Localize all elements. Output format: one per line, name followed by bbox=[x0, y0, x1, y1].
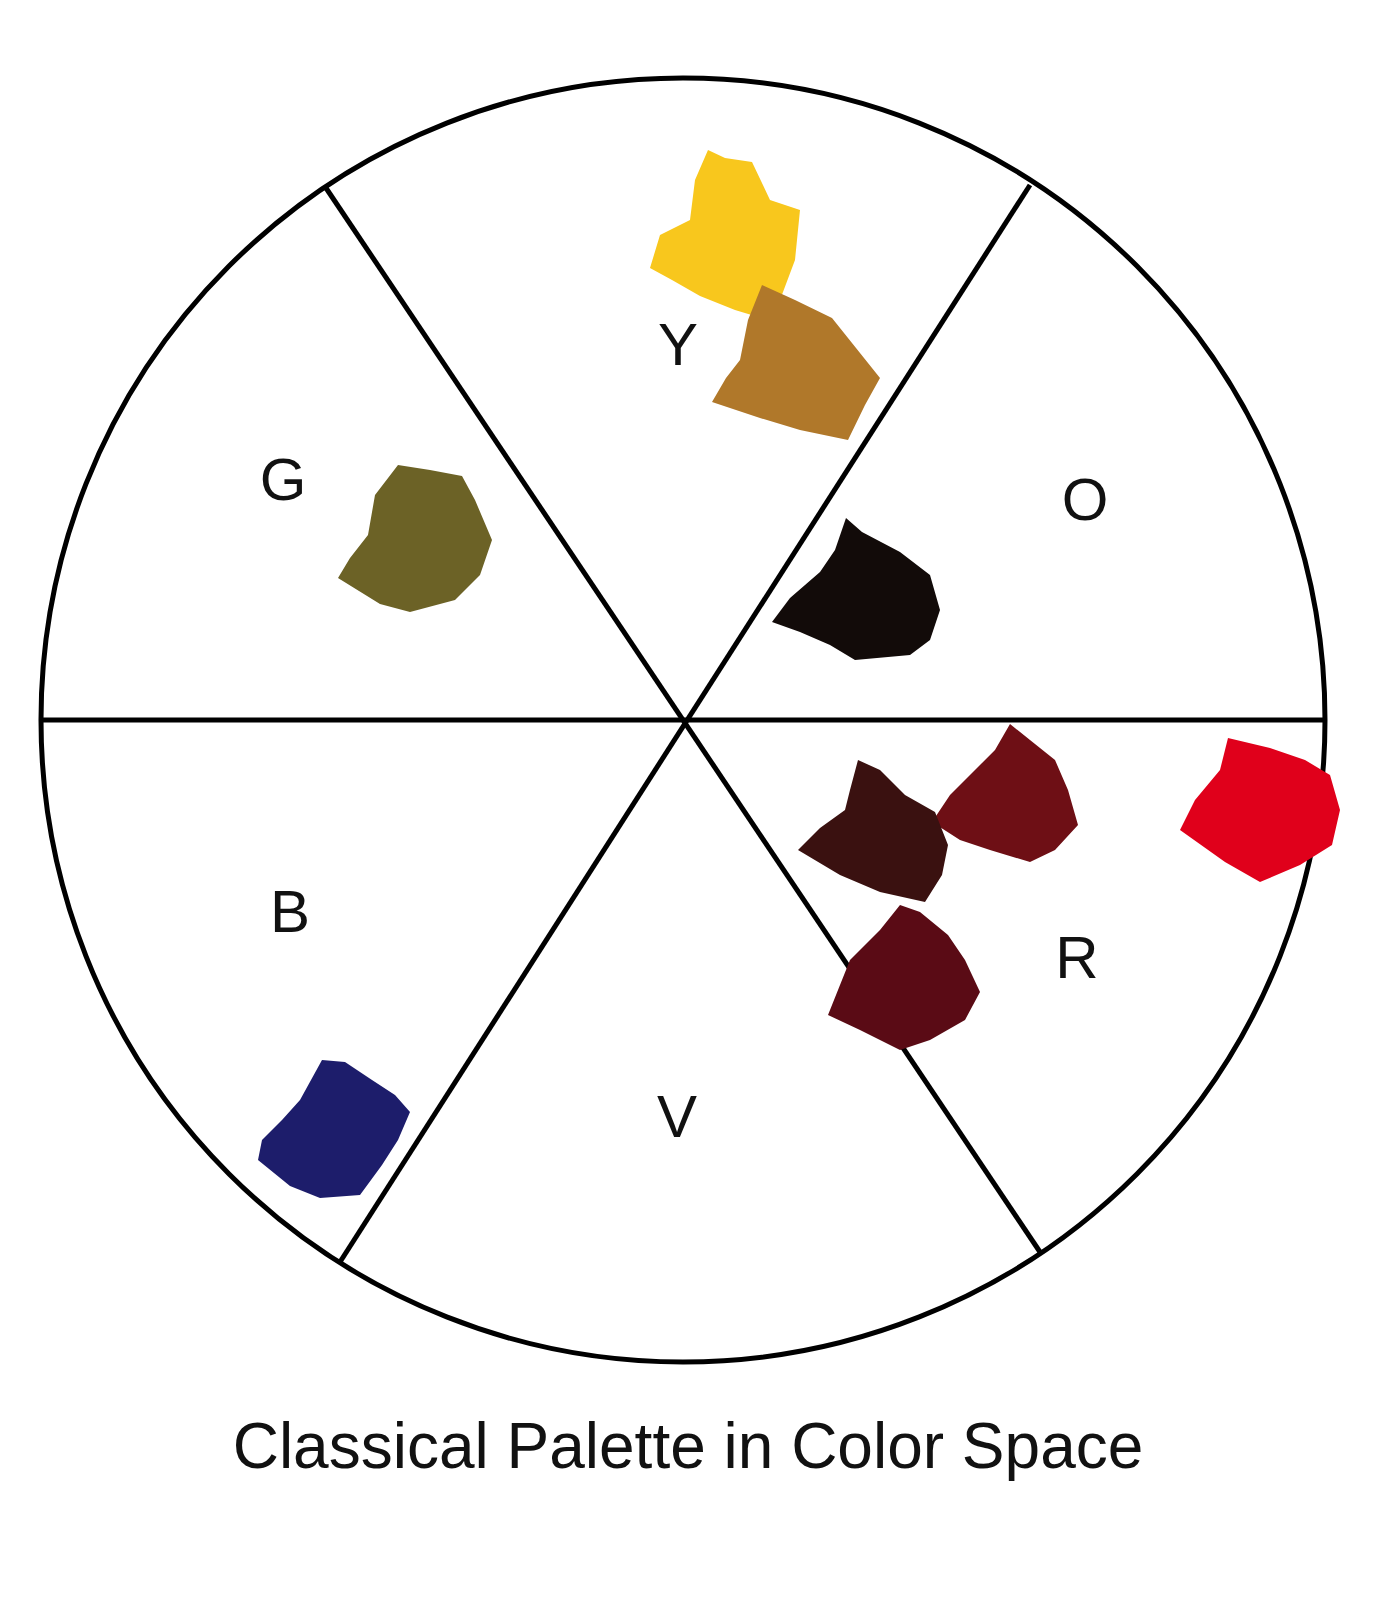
sector-label: V bbox=[657, 1087, 697, 1147]
sector-label: R bbox=[1055, 928, 1098, 988]
sector-label: Y bbox=[658, 315, 698, 375]
sector-label: B bbox=[270, 882, 310, 942]
red-swatch bbox=[1180, 738, 1340, 882]
maroon-swatch bbox=[828, 905, 980, 1050]
black-swatch bbox=[772, 518, 940, 660]
wheel-circle bbox=[41, 78, 1325, 1362]
sector-label: O bbox=[1062, 470, 1109, 530]
sector-divider bbox=[326, 188, 1040, 1252]
sector-label: G bbox=[260, 450, 307, 510]
brown-red-swatch bbox=[798, 760, 948, 902]
paint-swatches bbox=[258, 150, 1340, 1198]
olive-swatch bbox=[338, 465, 492, 612]
caption: Classical Palette in Color Space bbox=[233, 1414, 1144, 1478]
navy-swatch bbox=[258, 1060, 410, 1198]
ochre-swatch bbox=[712, 285, 880, 440]
wheel-outline bbox=[41, 78, 1325, 1362]
dark-red-swatch bbox=[932, 724, 1078, 862]
sector-divider bbox=[340, 185, 1030, 1262]
